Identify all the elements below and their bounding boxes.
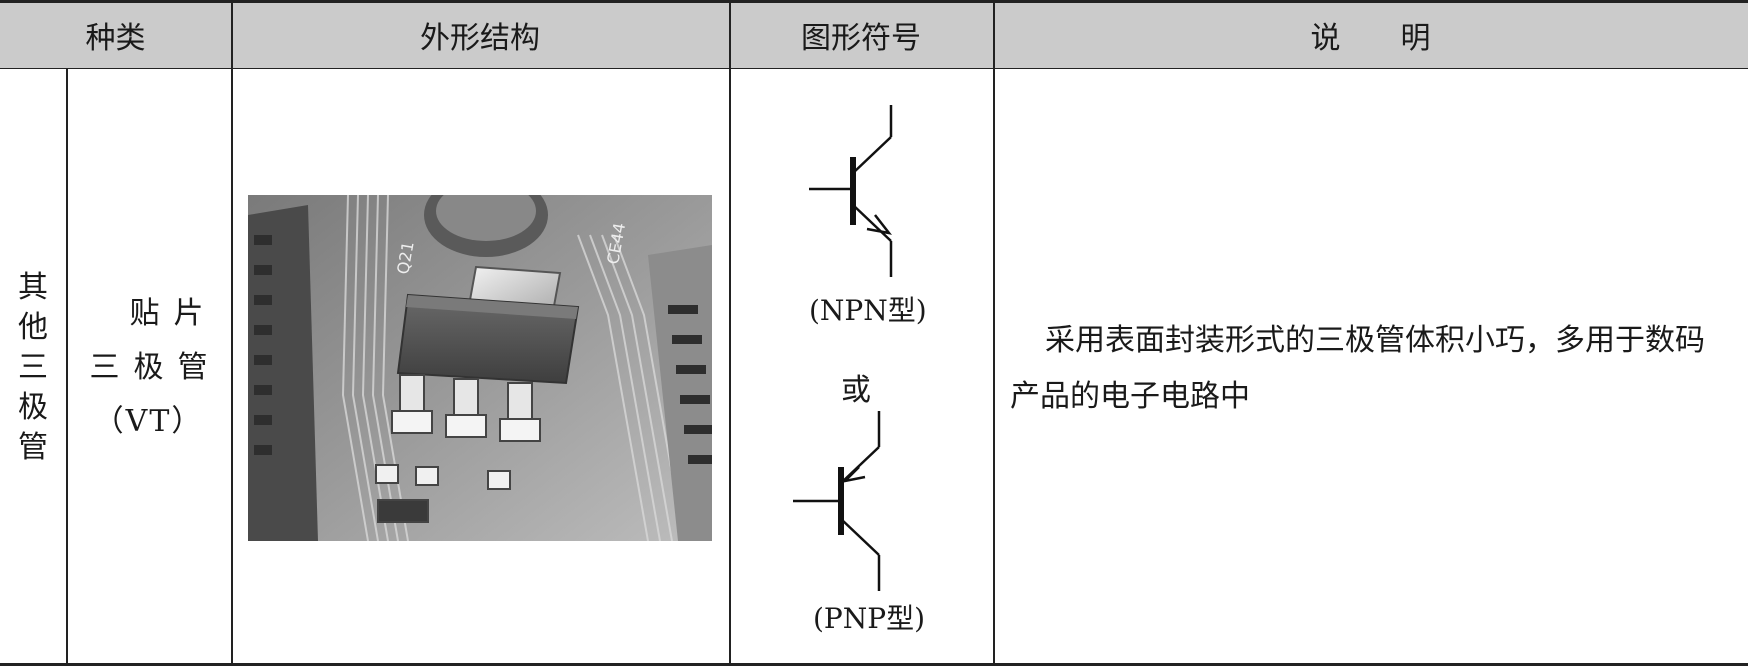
- transistor-body: [396, 293, 580, 385]
- category-char: 三: [18, 349, 48, 385]
- subtype-line: 贴片: [129, 295, 218, 331]
- pcb-right-component: [648, 245, 712, 541]
- npn-label: (NPN型): [809, 294, 927, 327]
- category-char: 管: [18, 429, 48, 465]
- pcb-small-pads: [375, 464, 511, 523]
- description-text: 采用表面封装形式的三极管体积小巧，多用于数码产品的电子电路中: [1010, 323, 1705, 414]
- capacitor-top-inner: [436, 195, 536, 241]
- smd-transistor-photo: Q21 CE44: [248, 195, 712, 541]
- column-divider: [993, 3, 995, 666]
- transistor-body-top: [406, 295, 578, 319]
- pcb-right-pins: [668, 305, 712, 464]
- subtype-line: （VT）: [93, 403, 204, 439]
- transistor-legs: [391, 374, 541, 442]
- category-label: 其 他 三 极 管: [0, 69, 66, 666]
- pnp-symbol-icon: [793, 411, 881, 591]
- table-header-row: [0, 3, 1748, 69]
- header-appearance: 外形结构: [420, 21, 540, 56]
- column-divider: [231, 3, 233, 666]
- pcb-edge-component: [248, 205, 318, 541]
- category-char: 他: [18, 309, 48, 345]
- subtype-line: 三极管: [89, 349, 222, 385]
- category-char: 极: [18, 389, 48, 425]
- pnp-label: (PNP型): [813, 602, 926, 635]
- column-divider: [66, 69, 68, 666]
- pcb-traces: [341, 195, 685, 541]
- or-label: 或: [841, 373, 871, 408]
- category-char: 其: [18, 269, 48, 305]
- symbol-cell: (NPN型) 或 (PNP型): [729, 69, 993, 666]
- header-description: 说 明: [1310, 21, 1431, 56]
- subtype-label: 贴片 三极管 （VT）: [66, 69, 231, 666]
- npn-symbol-icon: [809, 105, 893, 277]
- transistor-symbols: [793, 105, 893, 591]
- column-divider: [729, 3, 731, 666]
- header-symbol: 图形符号: [801, 21, 921, 56]
- pcb-left-pins: [254, 235, 272, 455]
- header-type: 种类: [85, 21, 146, 56]
